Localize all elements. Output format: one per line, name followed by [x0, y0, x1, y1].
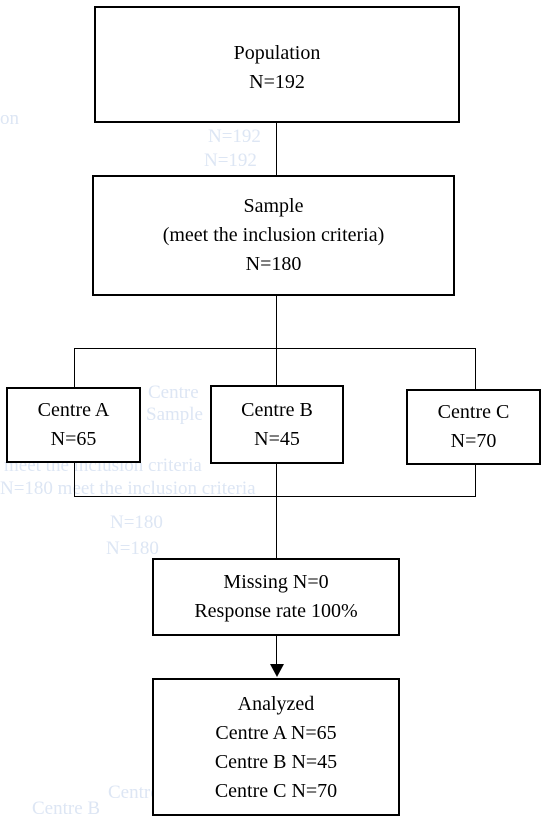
ghost-text: N=192	[208, 126, 261, 147]
sample-box: Sample (meet the inclusion criteria) N=1…	[92, 175, 455, 296]
connector-sample-down	[276, 296, 277, 349]
centre-a-box: Centre A N=65	[6, 387, 141, 463]
missing-label: Missing N=0	[223, 571, 329, 593]
response-rate: Response rate 100%	[194, 600, 358, 622]
analyzed-box: Analyzed Centre A N=65 Centre B N=45 Cen…	[152, 678, 400, 816]
ghost-text: N=180	[106, 538, 159, 559]
connector-missing-analyzed	[276, 636, 277, 666]
centre-c-label: Centre C	[437, 401, 510, 423]
ghost-text: N=192	[204, 150, 257, 171]
centre-c-box: Centre C N=70	[406, 389, 541, 465]
centre-a-count: N=65	[50, 428, 97, 450]
ghost-text: Sample	[146, 404, 203, 425]
centre-a-label: Centre A	[37, 399, 110, 421]
ghost-text: Centre	[148, 382, 199, 403]
analyzed-label: Analyzed	[237, 693, 315, 715]
ghost-text: N=180 meet the inclusion criteria	[0, 478, 256, 499]
connector-to-missing	[276, 496, 277, 558]
population-box: Population N=192	[94, 6, 460, 123]
centre-c-count: N=70	[450, 430, 497, 452]
arrowhead-icon	[270, 664, 284, 677]
connector-bottom-horizontal	[74, 496, 476, 497]
centre-b-box: Centre B N=45	[210, 385, 344, 464]
population-label: Population	[233, 41, 321, 64]
population-count: N=192	[249, 70, 305, 93]
analyzed-row-centre-c: Centre C N=70	[214, 780, 338, 802]
analyzed-row-centre-b: Centre B N=45	[214, 751, 338, 773]
connector-rise-b	[276, 464, 277, 497]
connector-top-horizontal	[74, 348, 476, 349]
connector-drop-c	[475, 348, 476, 389]
ghost-text: on	[0, 108, 19, 129]
connector-rise-c	[475, 465, 476, 497]
missing-box: Missing N=0 Response rate 100%	[152, 558, 400, 636]
sample-label: Sample	[243, 195, 304, 217]
centre-b-count: N=45	[254, 427, 300, 450]
ghost-text: Centre	[108, 782, 159, 803]
ghost-text: N=180	[110, 512, 163, 533]
connector-rise-a	[74, 463, 75, 497]
ghost-text: Centre B	[32, 798, 101, 819]
connector-drop-a	[74, 348, 75, 387]
sample-note: (meet the inclusion criteria)	[162, 224, 385, 246]
analyzed-row-centre-a: Centre A N=65	[215, 722, 337, 744]
centre-b-label: Centre B	[241, 398, 313, 421]
sample-count: N=180	[245, 253, 302, 275]
connector-population-sample	[276, 123, 277, 175]
connector-drop-b	[276, 348, 277, 385]
